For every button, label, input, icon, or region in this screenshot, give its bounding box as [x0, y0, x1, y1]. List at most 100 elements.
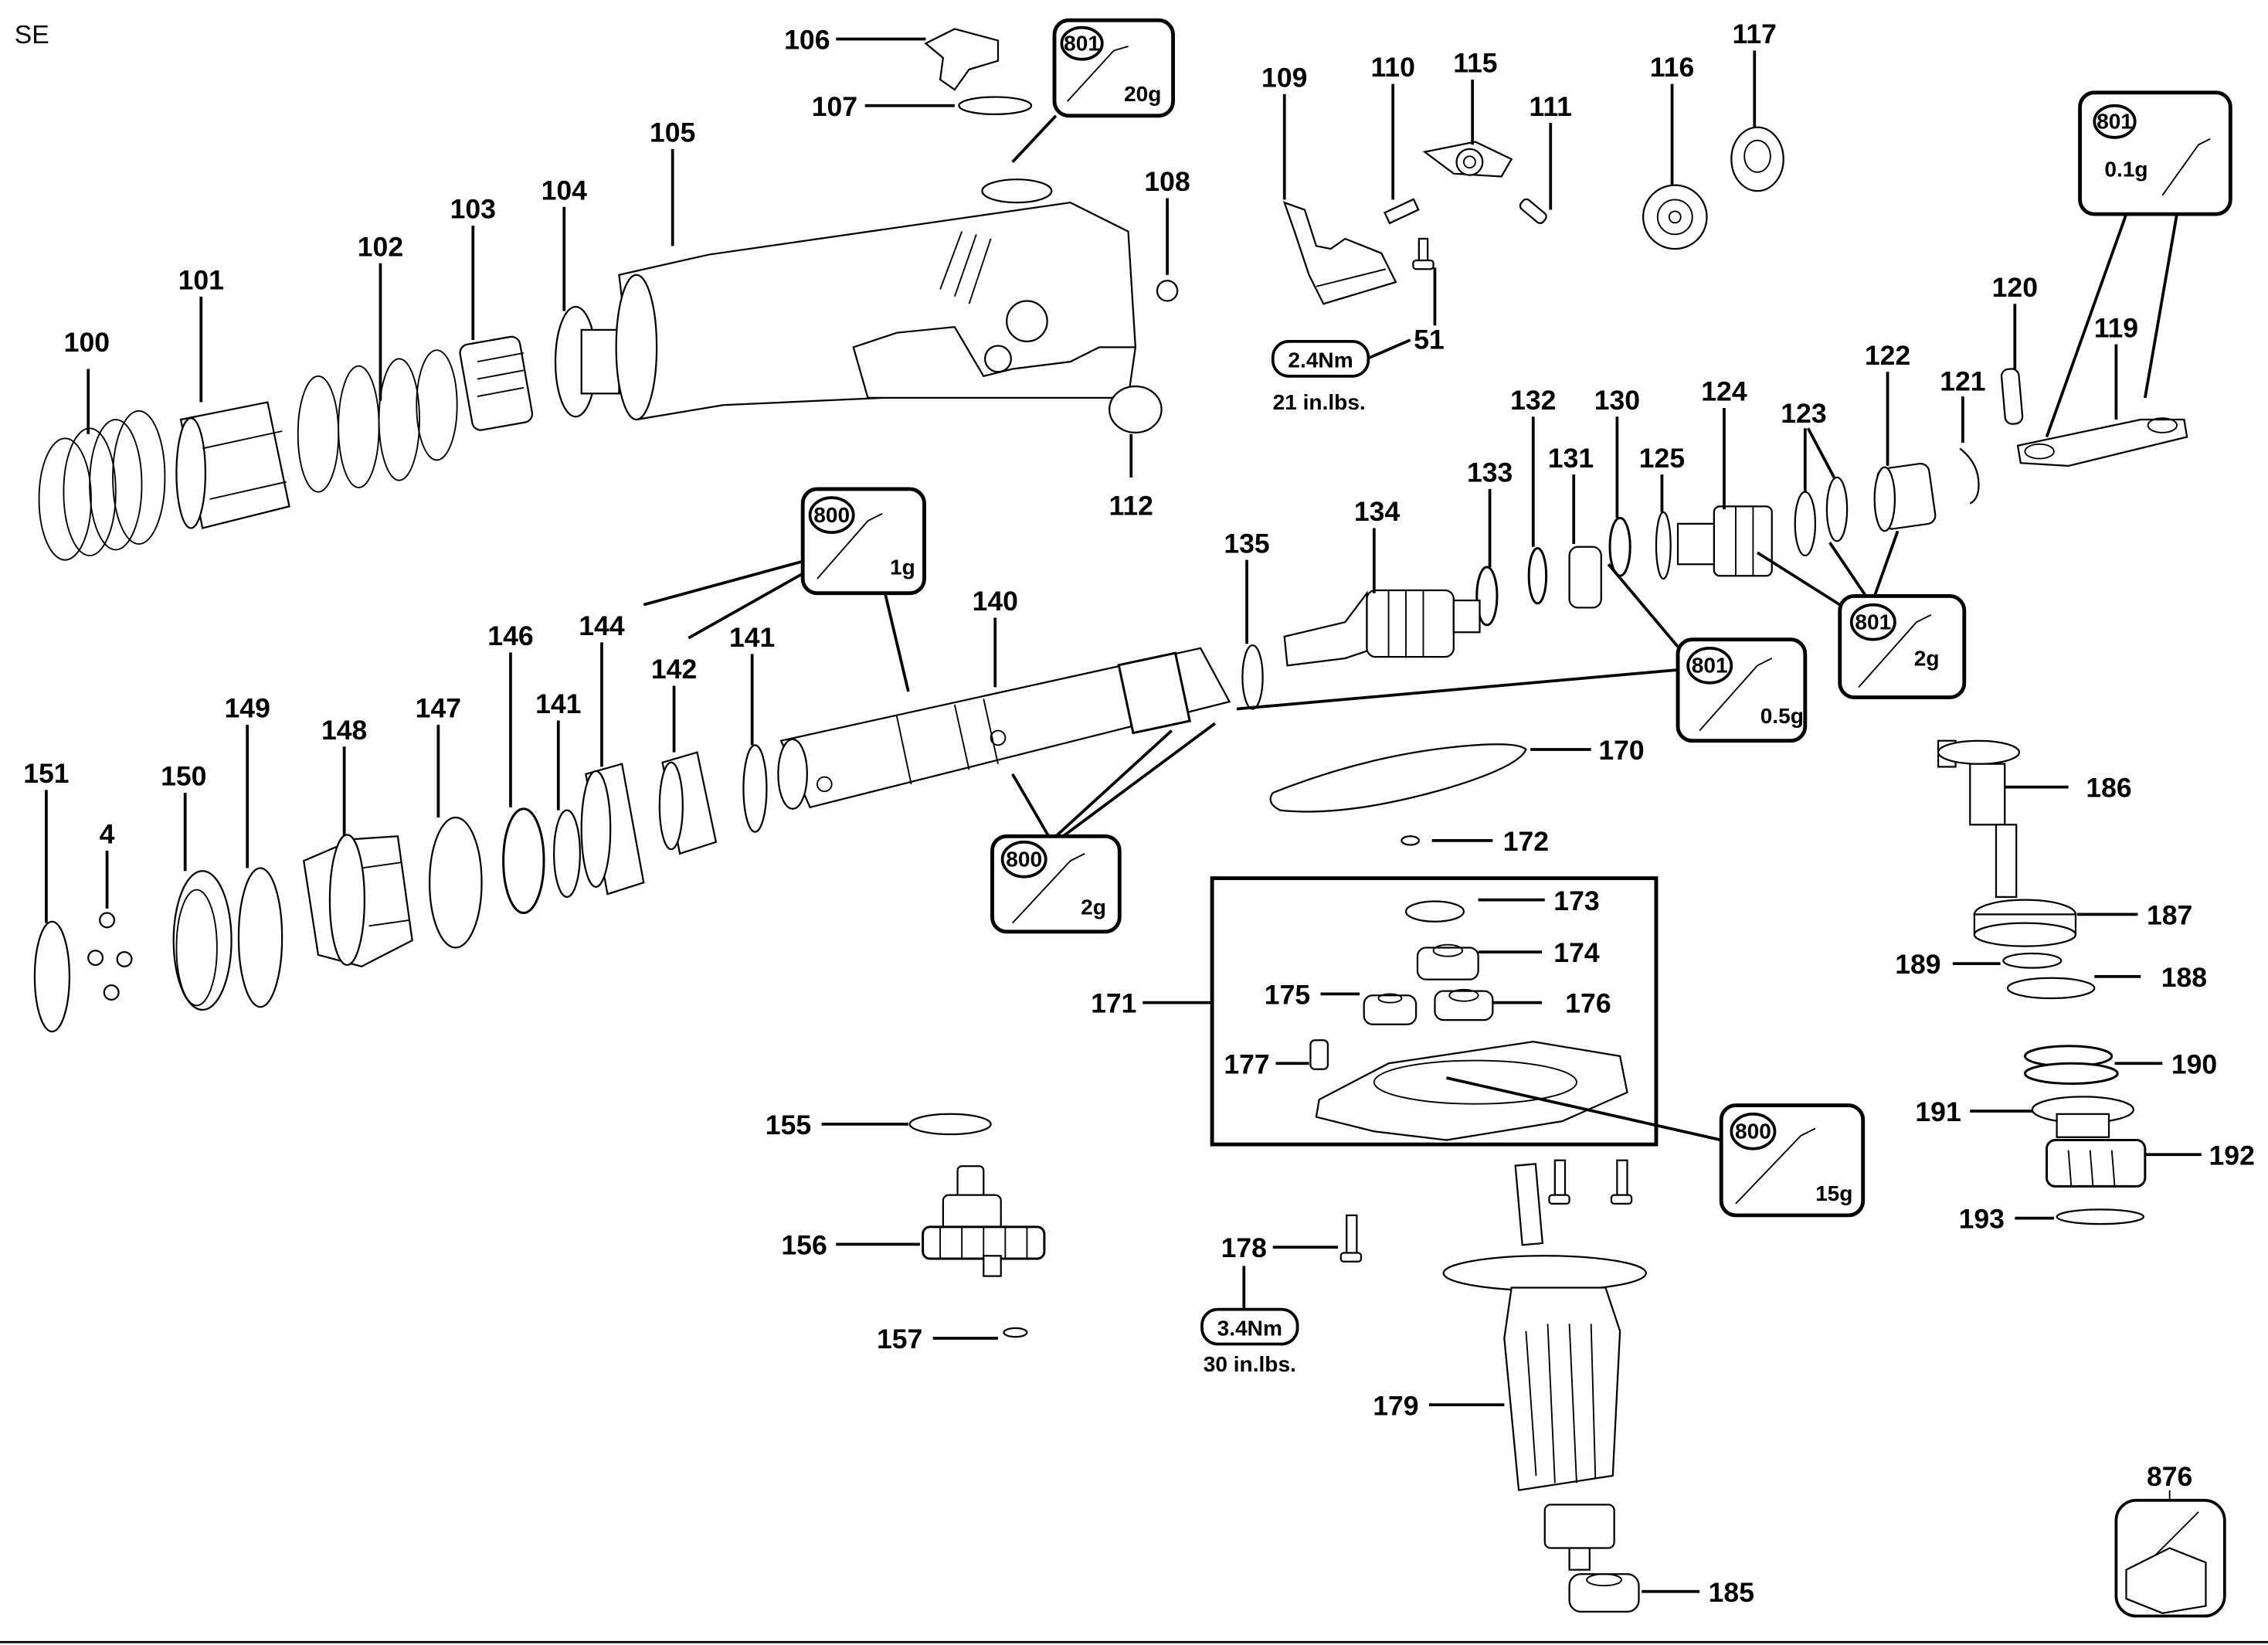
part-179-armature — [1442, 1163, 1647, 1571]
label-120: 120 — [1992, 272, 2038, 303]
part-112-o-ring — [1109, 385, 1163, 433]
part-192-gear — [2046, 1139, 2147, 1188]
label-189: 189 — [1895, 949, 1940, 980]
part-185-bearing — [1568, 1573, 1640, 1613]
grease-callout-800-1g: 800 1g — [800, 487, 926, 596]
grease-gun-icon — [1858, 613, 1932, 688]
label-117: 117 — [1733, 19, 1777, 49]
label-101: 101 — [178, 264, 224, 295]
part-108-ball — [1156, 280, 1179, 302]
part-188-ring — [2006, 977, 2096, 1000]
part-117-cam-disc — [1730, 126, 1784, 192]
label-157: 157 — [877, 1324, 922, 1354]
label-135: 135 — [1224, 528, 1269, 559]
part-115-cam — [1422, 141, 1513, 178]
label-109: 109 — [1261, 62, 1307, 93]
label-112: 112 — [1109, 491, 1153, 522]
label-119: 119 — [2094, 312, 2138, 343]
grease-code: 800 — [1735, 1120, 1771, 1144]
torque-spec-51: 2.4Nm 21 in.lbs. — [1271, 340, 1370, 414]
label-156: 156 — [781, 1229, 827, 1260]
label-110: 110 — [1370, 52, 1414, 83]
part-177-pin — [1309, 1039, 1329, 1070]
part-106-knob — [924, 28, 1000, 91]
grease-code: 801 — [1064, 32, 1100, 56]
part-170-belt — [1269, 743, 1527, 813]
label-51: 51 — [1414, 324, 1445, 355]
label-132: 132 — [1510, 385, 1556, 416]
label-131: 131 — [1548, 443, 1594, 474]
label-148: 148 — [321, 715, 367, 746]
part-156-gear-shaft — [922, 1165, 1046, 1277]
label-151: 151 — [23, 758, 69, 789]
part-142-bearing-sleeve — [658, 751, 718, 855]
label-192: 192 — [2209, 1140, 2255, 1171]
part-189-washer — [2002, 952, 2063, 969]
grease-amount: 0.1g — [2104, 157, 2147, 181]
label-146: 146 — [487, 620, 533, 651]
grease-code: 800 — [1006, 848, 1042, 872]
part-140-cylinder — [777, 647, 1231, 810]
label-174: 174 — [1553, 937, 1600, 968]
part-120-pin — [2000, 368, 2024, 425]
part-190-washers — [2023, 1045, 2119, 1085]
grease-gun-icon — [1699, 658, 1773, 732]
part-151-ring — [33, 920, 71, 1033]
label-170: 170 — [1598, 735, 1644, 766]
part-171-assembly-box — [1210, 876, 1659, 1147]
grease-amount: 2g — [1081, 895, 1106, 919]
part-147-ring — [428, 816, 483, 949]
grease-amount: 1g — [890, 555, 915, 579]
part-186-crank-shaft — [1937, 739, 2021, 899]
label-176: 176 — [1565, 988, 1611, 1019]
part-144-bearing — [580, 763, 645, 896]
view-code-label: SE — [15, 20, 49, 49]
label-173: 173 — [1553, 885, 1599, 916]
label-190: 190 — [2171, 1049, 2217, 1079]
grease-code: 801 — [1692, 654, 1728, 678]
grease-callout-800-2g: 800 2g — [990, 834, 1122, 934]
part-157-washer — [1003, 1327, 1028, 1338]
grease-callout-801-2g: 801 2g — [1838, 594, 1967, 699]
part-101-sleeve — [175, 401, 290, 529]
part-193-washer — [2056, 1208, 2145, 1225]
part-131-piston — [1568, 546, 1602, 609]
label-185: 185 — [1709, 1577, 1754, 1608]
label-186: 186 — [2086, 773, 2131, 804]
part-123-rings — [1794, 476, 1849, 557]
label-100: 100 — [64, 327, 110, 358]
grease-gun-icon — [817, 512, 883, 579]
label-172: 172 — [1503, 826, 1549, 857]
label-134: 134 — [1354, 496, 1401, 527]
label-188: 188 — [2161, 962, 2207, 993]
part-155-o-ring — [908, 1113, 992, 1136]
part-104-bushing — [554, 305, 620, 418]
label-142: 142 — [651, 654, 697, 685]
label-193: 193 — [1959, 1204, 2005, 1235]
part-111-pin — [1519, 198, 1547, 224]
label-171: 171 — [1091, 988, 1136, 1019]
label-177: 177 — [1224, 1049, 1269, 1079]
part-103-clutch-gear — [459, 335, 534, 431]
part-51-screw — [1412, 237, 1434, 270]
part-178-screws-pair — [1548, 1159, 1633, 1205]
part-109-lever — [1282, 201, 1397, 305]
part-107-o-ring — [958, 96, 1033, 116]
grease-callout-801-0.5g: 801 0.5g — [1676, 637, 1808, 743]
part-150-dust-cap — [172, 870, 233, 1011]
grease-gun-icon — [1735, 1127, 1816, 1205]
grease-gun-icon — [1067, 46, 1129, 102]
grease-gun-icon — [2161, 138, 2211, 196]
grease-amount: 0.5g — [1760, 704, 1804, 728]
part-172-washer — [1401, 835, 1420, 846]
part-121-clip — [1959, 447, 1980, 505]
label-187: 187 — [2147, 900, 2192, 931]
grease-code: 801 — [2097, 110, 2133, 134]
grease-callout-801-20g: 801 20g — [1052, 18, 1175, 118]
label-130: 130 — [1594, 385, 1640, 416]
part-175-bearing — [1363, 993, 1418, 1025]
grease-amount: 2g — [1914, 646, 1940, 670]
label-105: 105 — [650, 117, 695, 148]
grease-code: 801 — [1855, 610, 1891, 634]
torque-metric: 2.4Nm — [1288, 348, 1353, 372]
